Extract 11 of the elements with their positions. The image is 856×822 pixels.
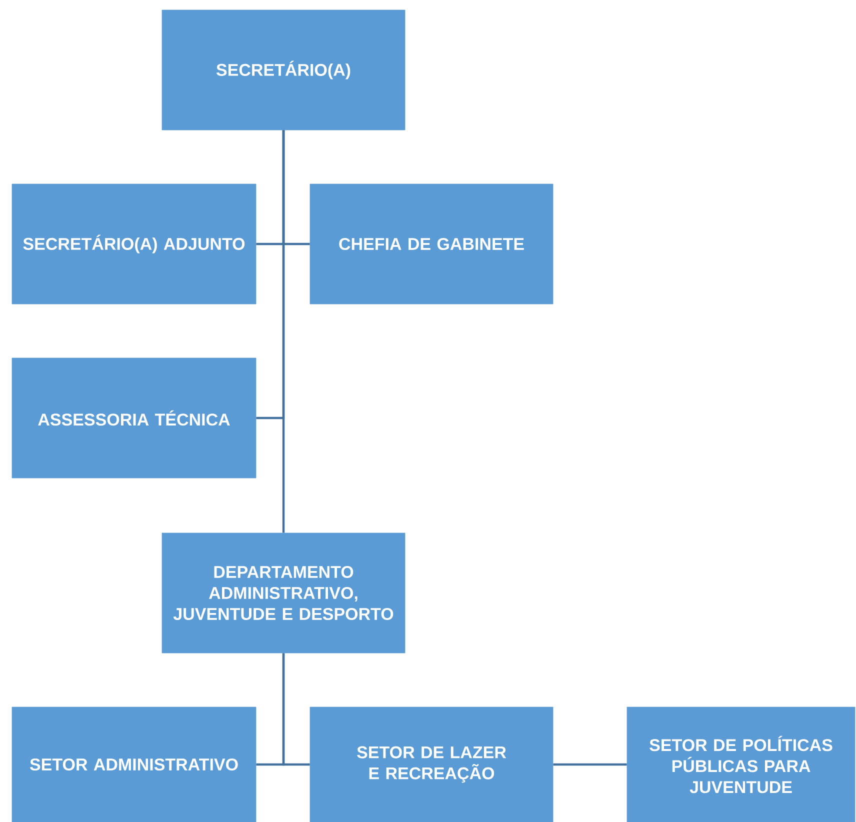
org-box: SETOR ADMINISTRATIVO — [12, 706, 256, 822]
connector-line — [282, 653, 310, 766]
org-box: SETOR DE POLÍTICAS PÚBLICAS PARA JUVENTUDE — [626, 706, 856, 822]
org-box: SECRETÁRIO(A) — [162, 10, 406, 130]
org-box: SECRETÁRIO(A) ADJUNTO — [12, 184, 256, 304]
org-box: CHEFIA DE GABINETE — [310, 184, 554, 304]
org-box: SETOR DE LAZER E RECREAÇÃO — [310, 706, 554, 822]
connector-line — [282, 130, 285, 533]
connector-line — [553, 763, 627, 766]
org-box: DEPARTAMENTO ADMINISTRATIVO, JUVENTUDE E DESPORTO — [162, 532, 406, 654]
org-box: ASSESSORIA TÉCNICA — [12, 358, 256, 478]
